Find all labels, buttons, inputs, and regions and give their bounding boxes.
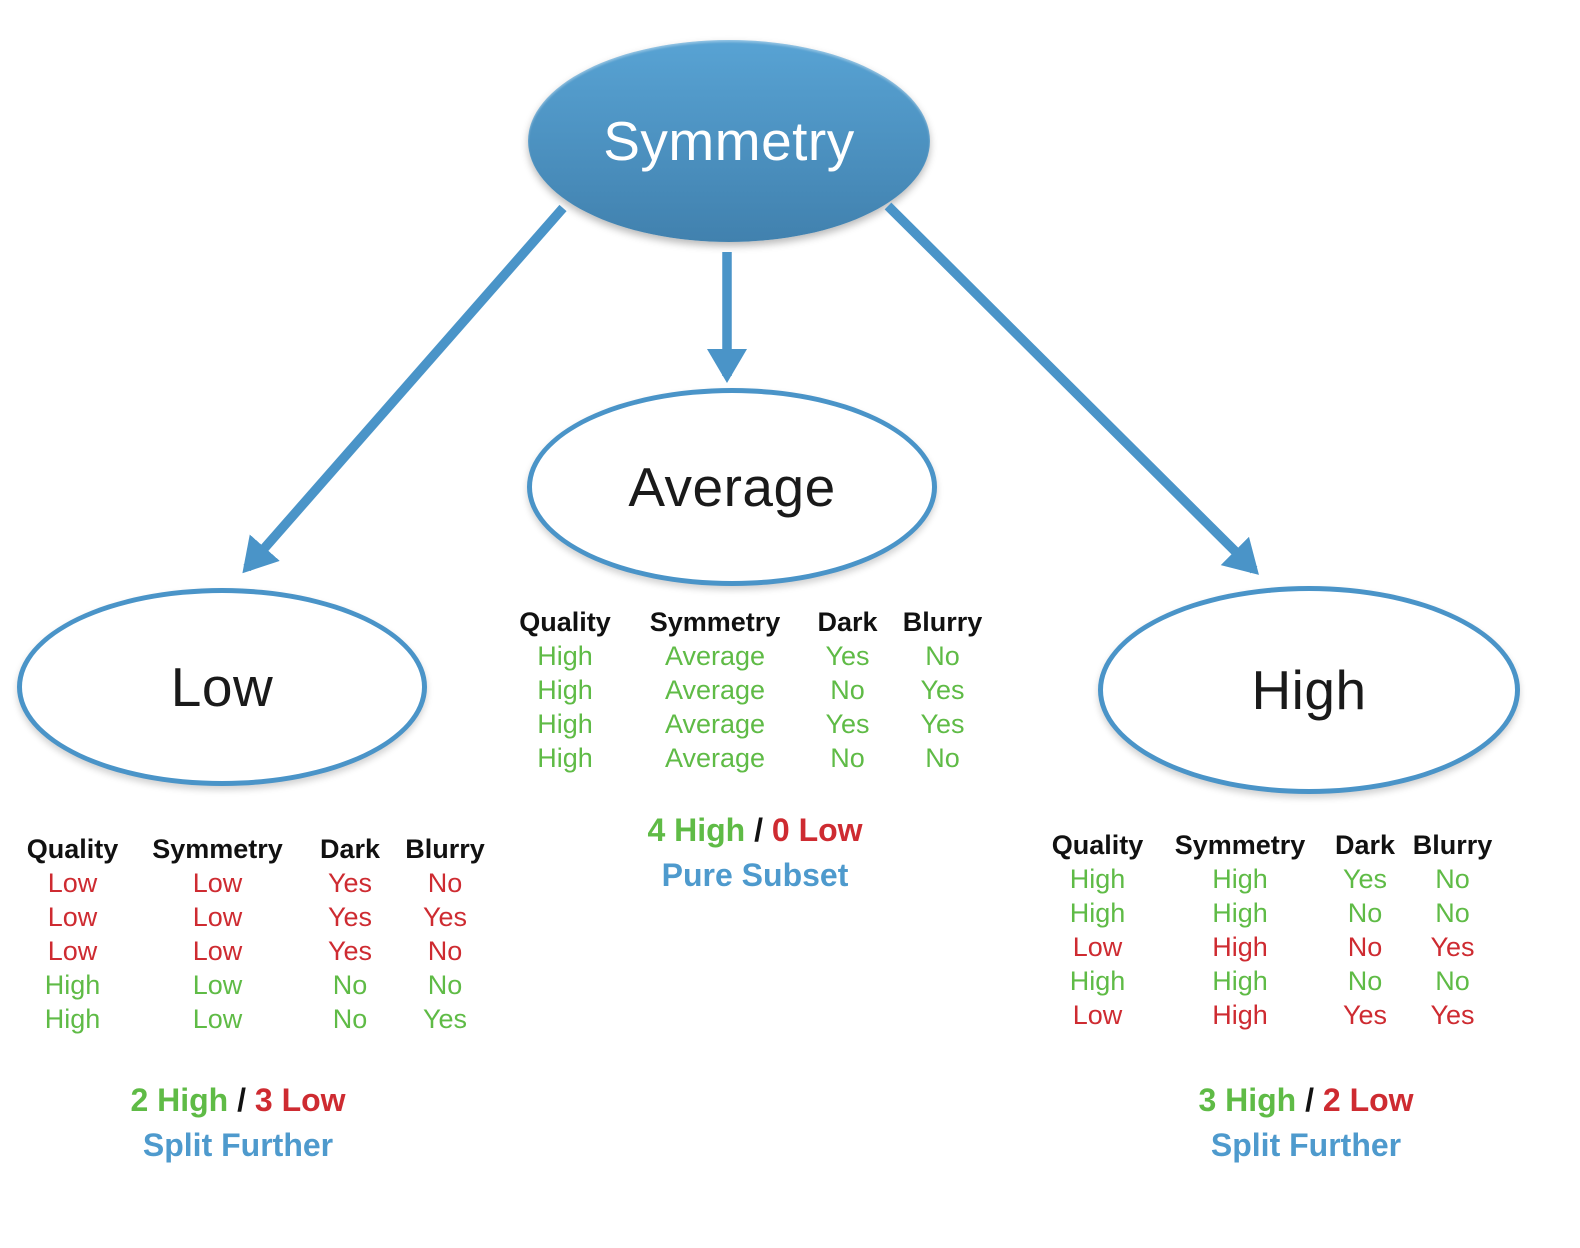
table-cell: High — [537, 709, 593, 739]
table-cell: Yes — [920, 675, 965, 705]
table-cell: Low — [192, 936, 243, 966]
table-cell: Yes — [1430, 932, 1475, 962]
column-header: Symmetry — [649, 607, 781, 637]
table-cell: Yes — [327, 868, 373, 898]
table-cell: Average — [664, 743, 766, 773]
table-cell: High — [1212, 864, 1268, 894]
high-count: 3 High — [1198, 1082, 1297, 1118]
average-branch-note: Pure Subset — [661, 857, 849, 893]
table-cell: High — [1212, 1000, 1268, 1030]
table-cell: No — [427, 868, 463, 898]
table-cell: No — [830, 675, 865, 705]
table-cell: Yes — [1342, 864, 1388, 894]
branch-node-low: Low — [17, 588, 427, 786]
column-header: Quality — [519, 607, 611, 637]
table-cell: High — [44, 970, 101, 1000]
table-cell: No — [332, 1004, 368, 1034]
table-cell: No — [925, 743, 960, 773]
table-cell: Low — [192, 868, 243, 898]
high-count-line: 3 High / 2 Low — [1106, 1078, 1506, 1123]
branch-node-average-label: Average — [628, 456, 836, 518]
table-cell: Low — [47, 936, 98, 966]
table-cell: Yes — [920, 709, 965, 739]
table-cell: Yes — [1342, 1000, 1388, 1030]
table-cell: High — [537, 743, 593, 773]
column-header: Quality — [1051, 830, 1144, 860]
table-cell: No — [1347, 932, 1383, 962]
table-cell: Yes — [327, 902, 373, 932]
column-header: Quality — [26, 834, 119, 864]
column-header: Blurry — [902, 607, 983, 637]
column-header: Blurry — [405, 834, 485, 864]
low-branch-note: Split Further — [142, 1127, 334, 1163]
table-cell: Yes — [825, 709, 870, 739]
table-cell: Yes — [1430, 1000, 1475, 1030]
table-cell: No — [1347, 898, 1383, 928]
table-cell: No — [1435, 898, 1470, 928]
table-cell: Low — [192, 902, 243, 932]
high-count: 2 High — [130, 1082, 229, 1118]
low-count: 2 Low — [1322, 1082, 1414, 1118]
column-header: Symmetry — [152, 834, 283, 864]
count-separator: / — [237, 1082, 246, 1118]
table-cell: High — [1069, 864, 1126, 894]
table-cell: High — [1212, 932, 1268, 962]
table-cell: Low — [47, 868, 98, 898]
edge-high-arrow — [884, 202, 1259, 575]
column-header: Symmetry — [1174, 830, 1306, 860]
high-branch-summary: 3 High / 2 Low Split Further — [1106, 1078, 1506, 1168]
table-cell: No — [332, 970, 368, 1000]
table-cell: No — [1435, 864, 1470, 894]
column-header: Blurry — [1412, 830, 1493, 860]
table-cell: Low — [192, 1004, 243, 1034]
average-branch-summary: 4 High / 0 Low Pure Subset — [555, 808, 955, 898]
table-cell: High — [1069, 898, 1126, 928]
table-cell: Yes — [327, 936, 373, 966]
branch-node-average: Average — [527, 388, 937, 586]
table-cell: High — [1069, 966, 1126, 996]
table-cell: High — [537, 641, 593, 671]
table-cell: No — [1435, 966, 1470, 996]
branch-node-low-label: Low — [170, 656, 274, 718]
branch-node-high: High — [1098, 586, 1520, 794]
count-separator: / — [754, 812, 763, 848]
table-cell: High — [537, 675, 593, 705]
table-cell: High — [1212, 966, 1268, 996]
column-header: Dark — [1334, 830, 1396, 860]
branch-node-high-label: High — [1251, 659, 1367, 721]
table-cell: Yes — [422, 902, 468, 932]
root-node-symmetry: Symmetry — [528, 40, 930, 242]
table-cell: Low — [192, 970, 243, 1000]
table-cell: Average — [664, 641, 766, 671]
high-count: 4 High — [647, 812, 746, 848]
table-cell: High — [44, 1004, 101, 1034]
table-cell: High — [1212, 898, 1268, 928]
table-cell: No — [1347, 966, 1383, 996]
table-cell: No — [427, 970, 463, 1000]
low-count: 0 Low — [771, 812, 863, 848]
high-branch-note: Split Further — [1210, 1127, 1402, 1163]
low-count: 3 Low — [254, 1082, 346, 1118]
table-cell: Low — [1072, 1000, 1123, 1030]
table-cell: Yes — [422, 1004, 468, 1034]
count-separator: / — [1305, 1082, 1314, 1118]
column-header: Dark — [319, 834, 381, 864]
low-count-line: 2 High / 3 Low — [38, 1078, 438, 1123]
table-cell: Low — [47, 902, 98, 932]
table-cell: Average — [664, 675, 766, 705]
table-cell: Low — [1072, 932, 1123, 962]
table-cell: No — [830, 743, 865, 773]
table-cell: No — [427, 936, 463, 966]
table-cell: Average — [664, 709, 766, 739]
table-cell: No — [925, 641, 960, 671]
average-count-line: 4 High / 0 Low — [555, 808, 955, 853]
low-branch-summary: 2 High / 3 Low Split Further — [38, 1078, 438, 1168]
table-cell: Yes — [825, 641, 870, 671]
root-node-label: Symmetry — [603, 110, 855, 172]
column-header: Dark — [817, 607, 878, 637]
edge-low-arrow — [242, 204, 567, 574]
